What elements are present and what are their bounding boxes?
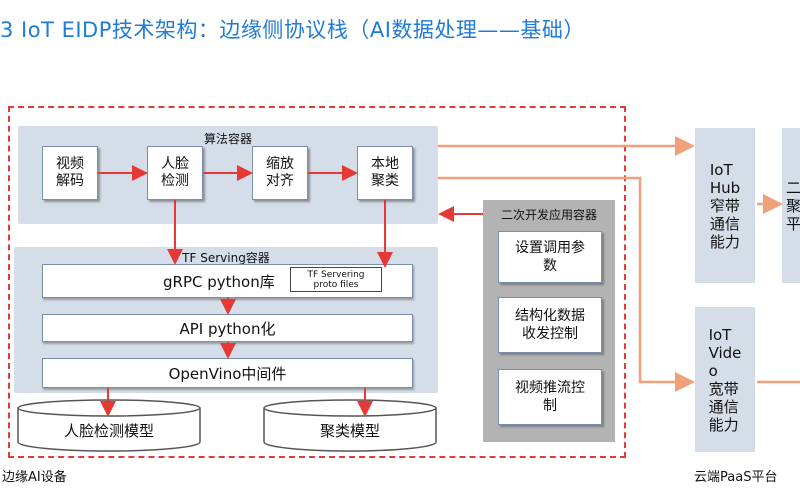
app-container-label: 二次开发应用容器	[500, 208, 597, 222]
tf-serving-label: TF Serving容器	[182, 251, 270, 265]
step-local-cluster: 本地 聚类	[357, 146, 413, 200]
arrow-algorithm-to-video	[438, 176, 695, 392]
cluster-model-cylinder-icon	[263, 399, 437, 452]
edge-device-label: 边缘AI设备	[2, 470, 67, 485]
cloud-platform-column: 二 聚 平	[782, 128, 800, 283]
openvino-bar: OpenVino中间件	[42, 358, 413, 388]
cluster-model-label: 聚类模型	[319, 422, 380, 440]
app-item-params: 设置调用参 数	[498, 231, 602, 283]
proto-line-1: TF Servering	[307, 269, 365, 280]
face-model-label: 人脸检测模型	[63, 422, 154, 440]
iot-video-column: IoT Vide o 宽带 通信 能力	[695, 307, 755, 452]
step-face-detect: 人脸 检测	[147, 146, 203, 200]
cloud-platform-label: 云端PaaS平台	[694, 470, 778, 485]
step-video-decode: 视频 解码	[42, 146, 98, 200]
step-scale-align: 缩放 对齐	[252, 146, 308, 200]
proto-line-2: proto files	[313, 279, 359, 290]
edge-device-frame	[8, 106, 626, 458]
algorithm-container-label: 算法容器	[203, 132, 252, 146]
app-item-structured-data: 结构化数据 收发控制	[498, 297, 602, 353]
iot-hub-column: IoT Hub 窄带 通信 能力	[695, 128, 755, 283]
app-item-video-push: 视频推流控 制	[498, 369, 602, 425]
api-python-bar: API python化	[42, 314, 413, 342]
proto-files-box: TF Servering proto files	[290, 267, 382, 292]
page-title: 3 IoT EIDP技术架构：边缘侧协议栈（AI数据处理——基础）	[0, 18, 585, 42]
grpc-library-label: gRPC python库	[163, 272, 275, 291]
